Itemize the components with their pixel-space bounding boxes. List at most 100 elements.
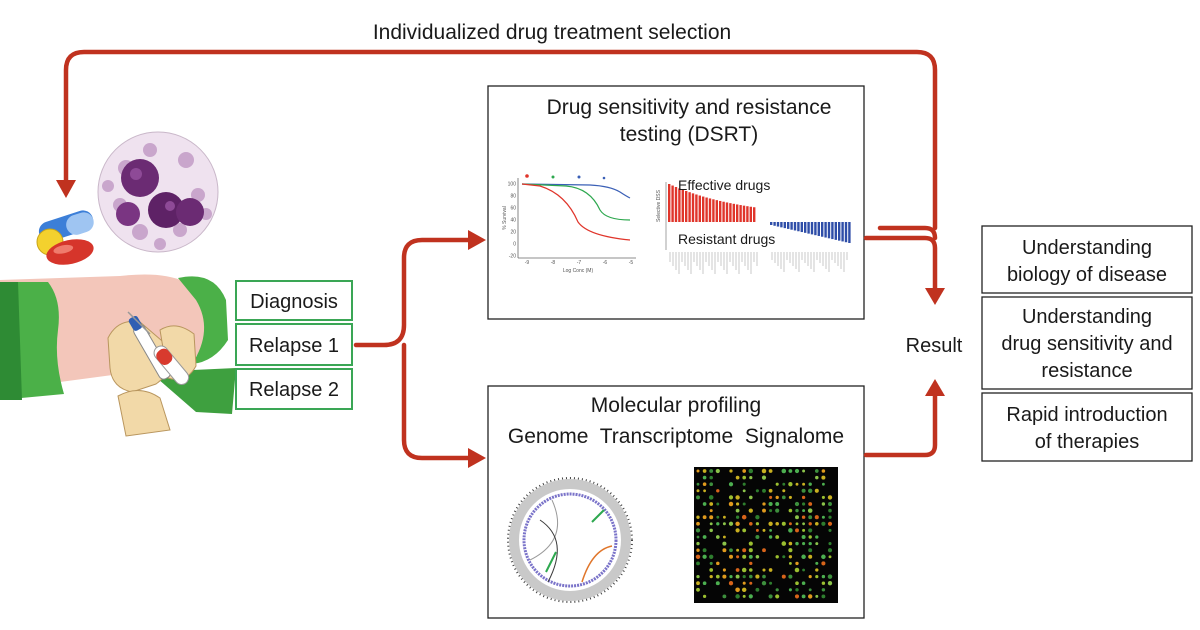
effective-bar bbox=[691, 193, 695, 222]
curve-ytick-label: 80 bbox=[510, 194, 516, 200]
effective-bar bbox=[736, 204, 739, 222]
heatmap-spot bbox=[808, 502, 813, 506]
heatmap-spot bbox=[735, 475, 740, 480]
resistant-bar bbox=[793, 222, 797, 231]
effective-bar bbox=[681, 189, 684, 222]
resistant-bar bbox=[787, 222, 790, 229]
heatmap-spot bbox=[814, 469, 819, 473]
heatmap-spot bbox=[741, 567, 747, 573]
heatmap-spot bbox=[808, 528, 813, 533]
heatmap-spot bbox=[749, 568, 753, 572]
sample-box-diagnosis: Diagnosis bbox=[235, 280, 353, 321]
heatmap-spot bbox=[775, 502, 780, 506]
heatmap-spot bbox=[728, 554, 734, 559]
result-therapies-line2: of therapies bbox=[1035, 431, 1140, 453]
resistant-bar bbox=[800, 222, 803, 233]
heatmap-spot bbox=[815, 594, 819, 598]
heatmap-spot bbox=[821, 515, 825, 519]
heatmap-spot bbox=[709, 482, 714, 487]
heatmap-spot bbox=[729, 469, 733, 473]
heatmap-spot bbox=[794, 501, 800, 507]
dss-axis-label: Selective DSS bbox=[656, 189, 662, 222]
heatmap-spot bbox=[788, 548, 793, 553]
heatmap-spot bbox=[808, 574, 812, 579]
heatmap-spot bbox=[735, 568, 740, 572]
heatmap-spot bbox=[748, 508, 753, 513]
resistant-bar bbox=[814, 222, 817, 236]
heatmap-spot bbox=[788, 508, 793, 513]
heatmap-spot bbox=[821, 469, 826, 473]
heatmap-spot bbox=[748, 541, 753, 546]
heatmap-spot bbox=[702, 548, 707, 553]
heatmap-spot bbox=[762, 568, 766, 572]
heatmap-spot bbox=[722, 548, 727, 553]
heatmap-spot bbox=[709, 475, 713, 480]
heatmap-spot bbox=[728, 495, 734, 500]
heatmap-spot bbox=[821, 495, 825, 499]
heatmap-spot bbox=[782, 555, 786, 559]
heatmap-spot bbox=[702, 475, 707, 480]
heatmap-spot bbox=[768, 535, 773, 539]
heatmap-spot bbox=[716, 515, 720, 519]
curve-red bbox=[521, 183, 631, 241]
heatmap-spot bbox=[821, 502, 826, 506]
heatmap-spot bbox=[728, 501, 734, 507]
heatmap-spot bbox=[762, 528, 766, 532]
dsrt-title-line2: testing (DSRT) bbox=[620, 123, 758, 146]
heatmap-spot bbox=[769, 528, 773, 532]
heatmap-spot bbox=[788, 574, 793, 579]
effective-bar bbox=[749, 206, 752, 222]
heatmap-spot bbox=[715, 581, 720, 586]
heatmap-spot bbox=[735, 515, 740, 519]
effective-bar bbox=[708, 198, 712, 222]
heatmap-spot bbox=[715, 535, 720, 539]
heatmap-spot bbox=[802, 528, 806, 532]
heatmap-spot bbox=[769, 581, 773, 585]
heatmap-spot bbox=[728, 581, 734, 586]
resistant-bar bbox=[831, 222, 834, 240]
resistant-bar bbox=[770, 222, 773, 225]
heatmap-spot bbox=[748, 521, 753, 526]
heatmap-spot bbox=[781, 521, 786, 526]
heatmap-spot bbox=[696, 495, 700, 500]
effective-bar bbox=[739, 205, 742, 222]
heatmap-spot bbox=[722, 574, 727, 579]
heatmap-spot bbox=[755, 522, 760, 526]
resistant-bar bbox=[807, 222, 810, 234]
heatmap-spot bbox=[815, 475, 819, 480]
heatmap-spot bbox=[755, 587, 760, 592]
heatmap-spot bbox=[695, 528, 701, 533]
dss-bar-chart: Selective DSS Effective drugs Resistant … bbox=[656, 177, 851, 274]
effective-bar bbox=[712, 199, 715, 222]
heatmap-spot bbox=[821, 574, 826, 579]
curve-xtick-label: -7 bbox=[577, 260, 582, 266]
sample-box-relapse-2: Relapse 2 bbox=[235, 368, 353, 410]
heatmap-spot bbox=[696, 581, 700, 586]
heatmap-spot bbox=[821, 521, 826, 526]
heatmap-spot bbox=[735, 495, 740, 500]
heatmap-spot bbox=[769, 495, 773, 499]
molecular-panel: Molecular profiling Genome Transcriptome… bbox=[487, 385, 865, 619]
heatmap-spot bbox=[722, 568, 726, 572]
heatmap-spot bbox=[749, 581, 753, 585]
heatmap-spot bbox=[748, 594, 753, 599]
heatmap-spot bbox=[795, 508, 799, 513]
heatmap-spot bbox=[735, 594, 740, 599]
heatmap-spot bbox=[821, 482, 825, 486]
heatmap-spot bbox=[788, 528, 793, 533]
heatmap-spot bbox=[762, 488, 766, 493]
heatmap-spot bbox=[715, 574, 720, 579]
heatmap-spot bbox=[709, 502, 714, 506]
heatmap-spot bbox=[716, 489, 720, 493]
heatmap-spot bbox=[808, 522, 812, 526]
heatmap-spot bbox=[722, 522, 726, 526]
heatmap-spot bbox=[748, 495, 753, 500]
resistant-bar bbox=[817, 222, 820, 236]
heatmap-spot bbox=[709, 568, 714, 572]
resistant-drugs-label: Resistant drugs bbox=[678, 231, 775, 247]
heatmap-spot bbox=[802, 482, 806, 486]
effective-bar bbox=[705, 197, 708, 222]
resistant-bar bbox=[804, 222, 807, 233]
heatmap-spot bbox=[702, 554, 707, 559]
heatmap-spot bbox=[762, 574, 766, 579]
